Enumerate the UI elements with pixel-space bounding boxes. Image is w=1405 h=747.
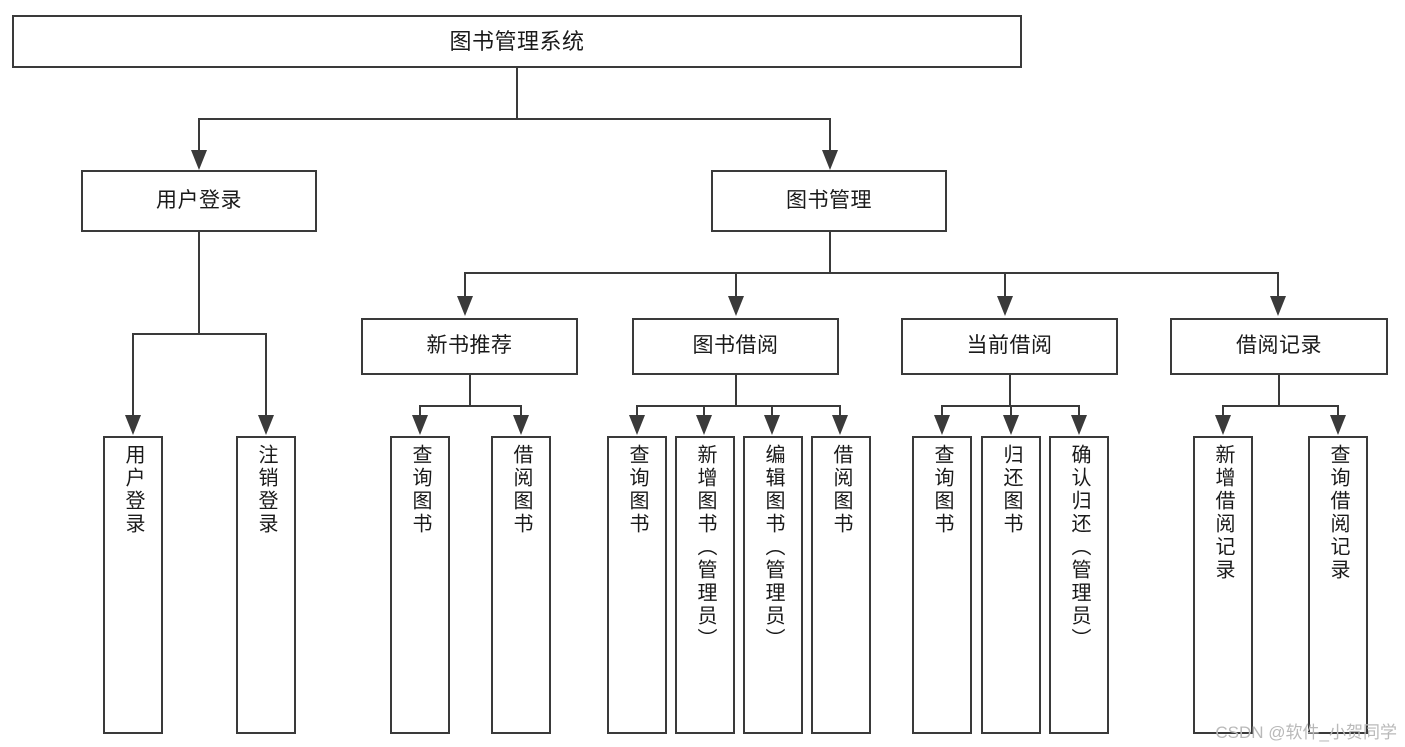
node-label: 查询借阅记录 <box>1327 444 1349 582</box>
arrow-to-new-book-recommend <box>457 296 473 316</box>
arrow-to-current-borrow <box>997 296 1013 316</box>
connector-current-borrow-stem <box>1009 375 1011 407</box>
connector-new-book-drop-2 <box>520 405 522 419</box>
node-leaf-return-book[interactable]: 归还图书 <box>981 436 1041 734</box>
node-leaf-logout-login[interactable]: 注销登录 <box>236 436 296 734</box>
connector-level2-drop-2 <box>735 272 737 298</box>
connector-borrow-record-bar <box>1222 405 1338 407</box>
connector-borrow-record-drop-2 <box>1337 405 1339 419</box>
connector-new-book-bar <box>419 405 521 407</box>
arrow-to-leaf-borrow-book-1 <box>513 415 529 435</box>
connector-level2-drop-1 <box>464 272 466 298</box>
node-label: 借阅图书 <box>830 444 852 536</box>
connector-level2-drop-4 <box>1277 272 1279 298</box>
node-book-management[interactable]: 图书管理 <box>711 170 947 232</box>
node-label: 用户登录 <box>156 188 242 212</box>
connector-book-management-stem <box>829 232 831 273</box>
connector-user-login-stem <box>198 232 200 334</box>
node-leaf-query-book-1[interactable]: 查询图书 <box>390 436 450 734</box>
node-user-login[interactable]: 用户登录 <box>81 170 317 232</box>
node-label: 图书管理系统 <box>449 28 585 54</box>
node-label: 查询图书 <box>409 444 431 536</box>
arrow-to-leaf-query-book-3 <box>934 415 950 435</box>
node-label: 图书借阅 <box>692 334 779 358</box>
node-leaf-user-login[interactable]: 用户登录 <box>103 436 163 734</box>
connector-user-login-bar <box>132 333 266 335</box>
node-book-borrow[interactable]: 图书借阅 <box>632 318 839 375</box>
arrow-to-user-login <box>191 150 207 170</box>
connector-new-book-stem <box>469 375 471 407</box>
connector-current-borrow-drop-1 <box>941 405 943 419</box>
node-label: 用户登录 <box>122 444 144 536</box>
connector-book-borrow-stem <box>735 375 737 407</box>
arrow-to-leaf-borrow-book-2 <box>832 415 848 435</box>
arrow-to-leaf-confirm-return <box>1071 415 1087 435</box>
arrow-to-leaf-add-record <box>1215 415 1231 435</box>
connector-level1-bar <box>198 118 830 120</box>
node-label: 查询图书 <box>626 444 648 536</box>
node-root-book-management-system[interactable]: 图书管理系统 <box>12 15 1022 68</box>
connector-book-borrow-drop-2 <box>703 405 705 419</box>
node-label: 查询图书 <box>931 444 953 536</box>
node-leaf-query-record[interactable]: 查询借阅记录 <box>1308 436 1368 734</box>
arrow-to-leaf-logout-login <box>258 415 274 435</box>
connector-new-book-drop-1 <box>419 405 421 419</box>
arrow-to-leaf-add-book <box>696 415 712 435</box>
connector-user-login-drop-2 <box>265 333 267 417</box>
node-label: 图书管理 <box>786 188 872 212</box>
connector-book-borrow-drop-4 <box>839 405 841 419</box>
connector-level1-drop-left <box>198 118 200 152</box>
connector-current-borrow-drop-2 <box>1010 405 1012 419</box>
connector-borrow-record-stem <box>1278 375 1280 407</box>
node-borrow-record[interactable]: 借阅记录 <box>1170 318 1388 375</box>
node-leaf-add-book[interactable]: 新增图书（管理员） <box>675 436 735 734</box>
node-label: 当前借阅 <box>966 334 1053 358</box>
node-new-book-recommend[interactable]: 新书推荐 <box>361 318 578 375</box>
arrow-to-leaf-query-book-1 <box>412 415 428 435</box>
node-leaf-query-book-2[interactable]: 查询图书 <box>607 436 667 734</box>
connector-borrow-record-drop-1 <box>1222 405 1224 419</box>
connector-book-borrow-bar <box>636 405 840 407</box>
connector-book-borrow-drop-1 <box>636 405 638 419</box>
connector-level2-bar <box>464 272 1279 274</box>
arrow-to-borrow-record <box>1270 296 1286 316</box>
connector-level2-drop-3 <box>1004 272 1006 298</box>
node-label: 编辑图书（管理员） <box>762 444 784 651</box>
node-label: 借阅图书 <box>510 444 532 536</box>
node-leaf-edit-book[interactable]: 编辑图书（管理员） <box>743 436 803 734</box>
node-current-borrow[interactable]: 当前借阅 <box>901 318 1118 375</box>
connector-root-stem <box>516 68 518 119</box>
node-label: 借阅记录 <box>1236 334 1322 358</box>
arrow-to-book-management <box>822 150 838 170</box>
node-leaf-add-record[interactable]: 新增借阅记录 <box>1193 436 1253 734</box>
node-leaf-query-book-3[interactable]: 查询图书 <box>912 436 972 734</box>
node-label: 新增借阅记录 <box>1212 444 1234 582</box>
arrow-to-book-borrow <box>728 296 744 316</box>
arrow-to-leaf-query-book-2 <box>629 415 645 435</box>
node-leaf-borrow-book-2[interactable]: 借阅图书 <box>811 436 871 734</box>
connector-book-borrow-drop-3 <box>771 405 773 419</box>
node-label: 注销登录 <box>255 444 277 536</box>
connector-current-borrow-drop-3 <box>1078 405 1080 419</box>
arrow-to-leaf-edit-book <box>764 415 780 435</box>
arrow-to-leaf-query-record <box>1330 415 1346 435</box>
connector-user-login-drop-1 <box>132 333 134 417</box>
node-leaf-borrow-book-1[interactable]: 借阅图书 <box>491 436 551 734</box>
node-label: 归还图书 <box>1000 444 1022 536</box>
node-leaf-confirm-return[interactable]: 确认归还（管理员） <box>1049 436 1109 734</box>
node-label: 新增图书（管理员） <box>694 444 716 651</box>
node-label: 新书推荐 <box>426 334 513 358</box>
connector-level1-drop-right <box>829 118 831 152</box>
arrow-to-leaf-user-login <box>125 415 141 435</box>
node-label: 确认归还（管理员） <box>1068 444 1090 651</box>
arrow-to-leaf-return-book <box>1003 415 1019 435</box>
